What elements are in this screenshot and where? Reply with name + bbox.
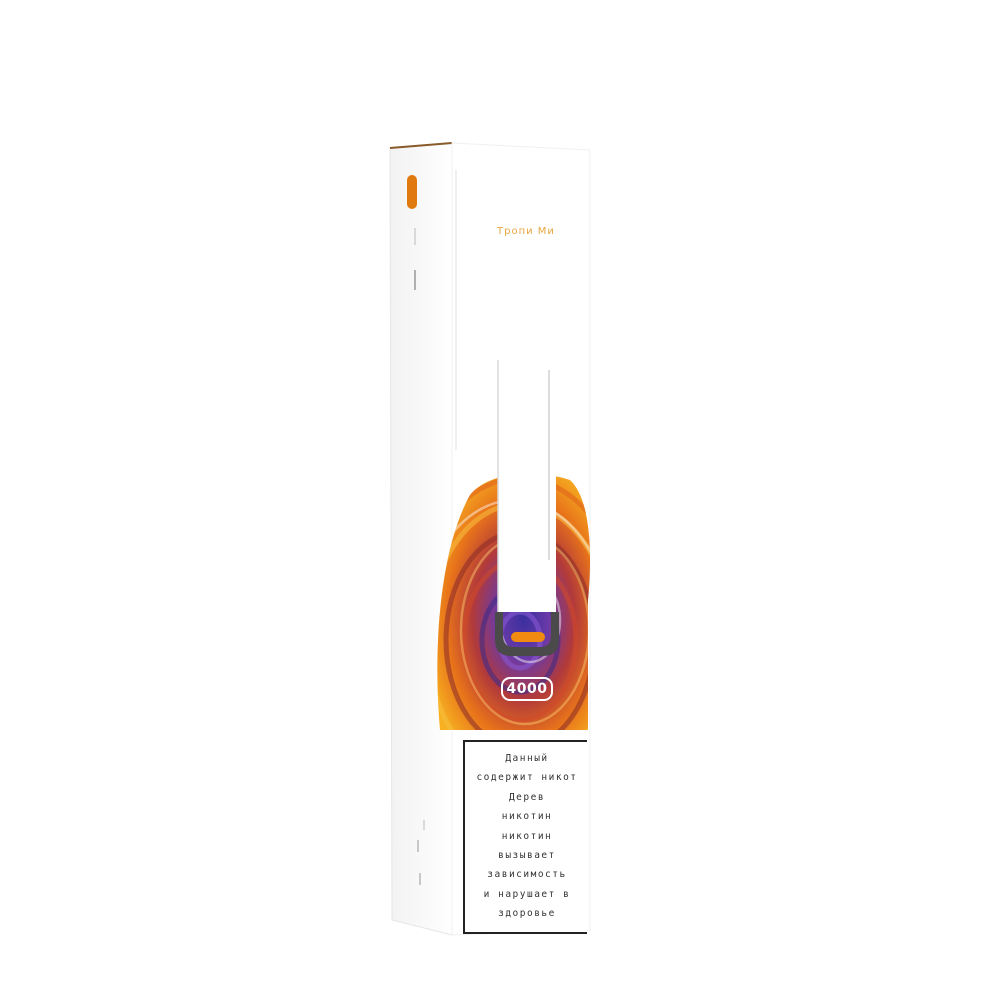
health-warning-box: Данный содержит никот Дерев никотин нико… xyxy=(463,740,587,934)
device-cap xyxy=(495,612,559,656)
warning-line: Дерев xyxy=(508,791,546,803)
warning-line: и нарушает в xyxy=(483,888,571,900)
device-cap-orange-ring xyxy=(511,632,545,642)
warning-line: зависимость xyxy=(487,869,567,881)
side-orange-tab xyxy=(407,175,417,209)
box-side-face xyxy=(389,142,453,936)
puff-count-badge: 4000 xyxy=(501,677,553,701)
warning-line: никотин xyxy=(501,811,553,823)
warning-line: Данный xyxy=(505,753,549,764)
box-top-edge xyxy=(389,142,453,149)
device-window xyxy=(498,150,556,612)
warning-line: вызывает xyxy=(498,850,556,862)
warning-line: содержит никот xyxy=(476,772,578,784)
warning-line: никотин xyxy=(501,830,553,842)
warning-line: здоровье xyxy=(498,908,556,920)
flavor-label: Тропи Ми xyxy=(497,226,555,237)
